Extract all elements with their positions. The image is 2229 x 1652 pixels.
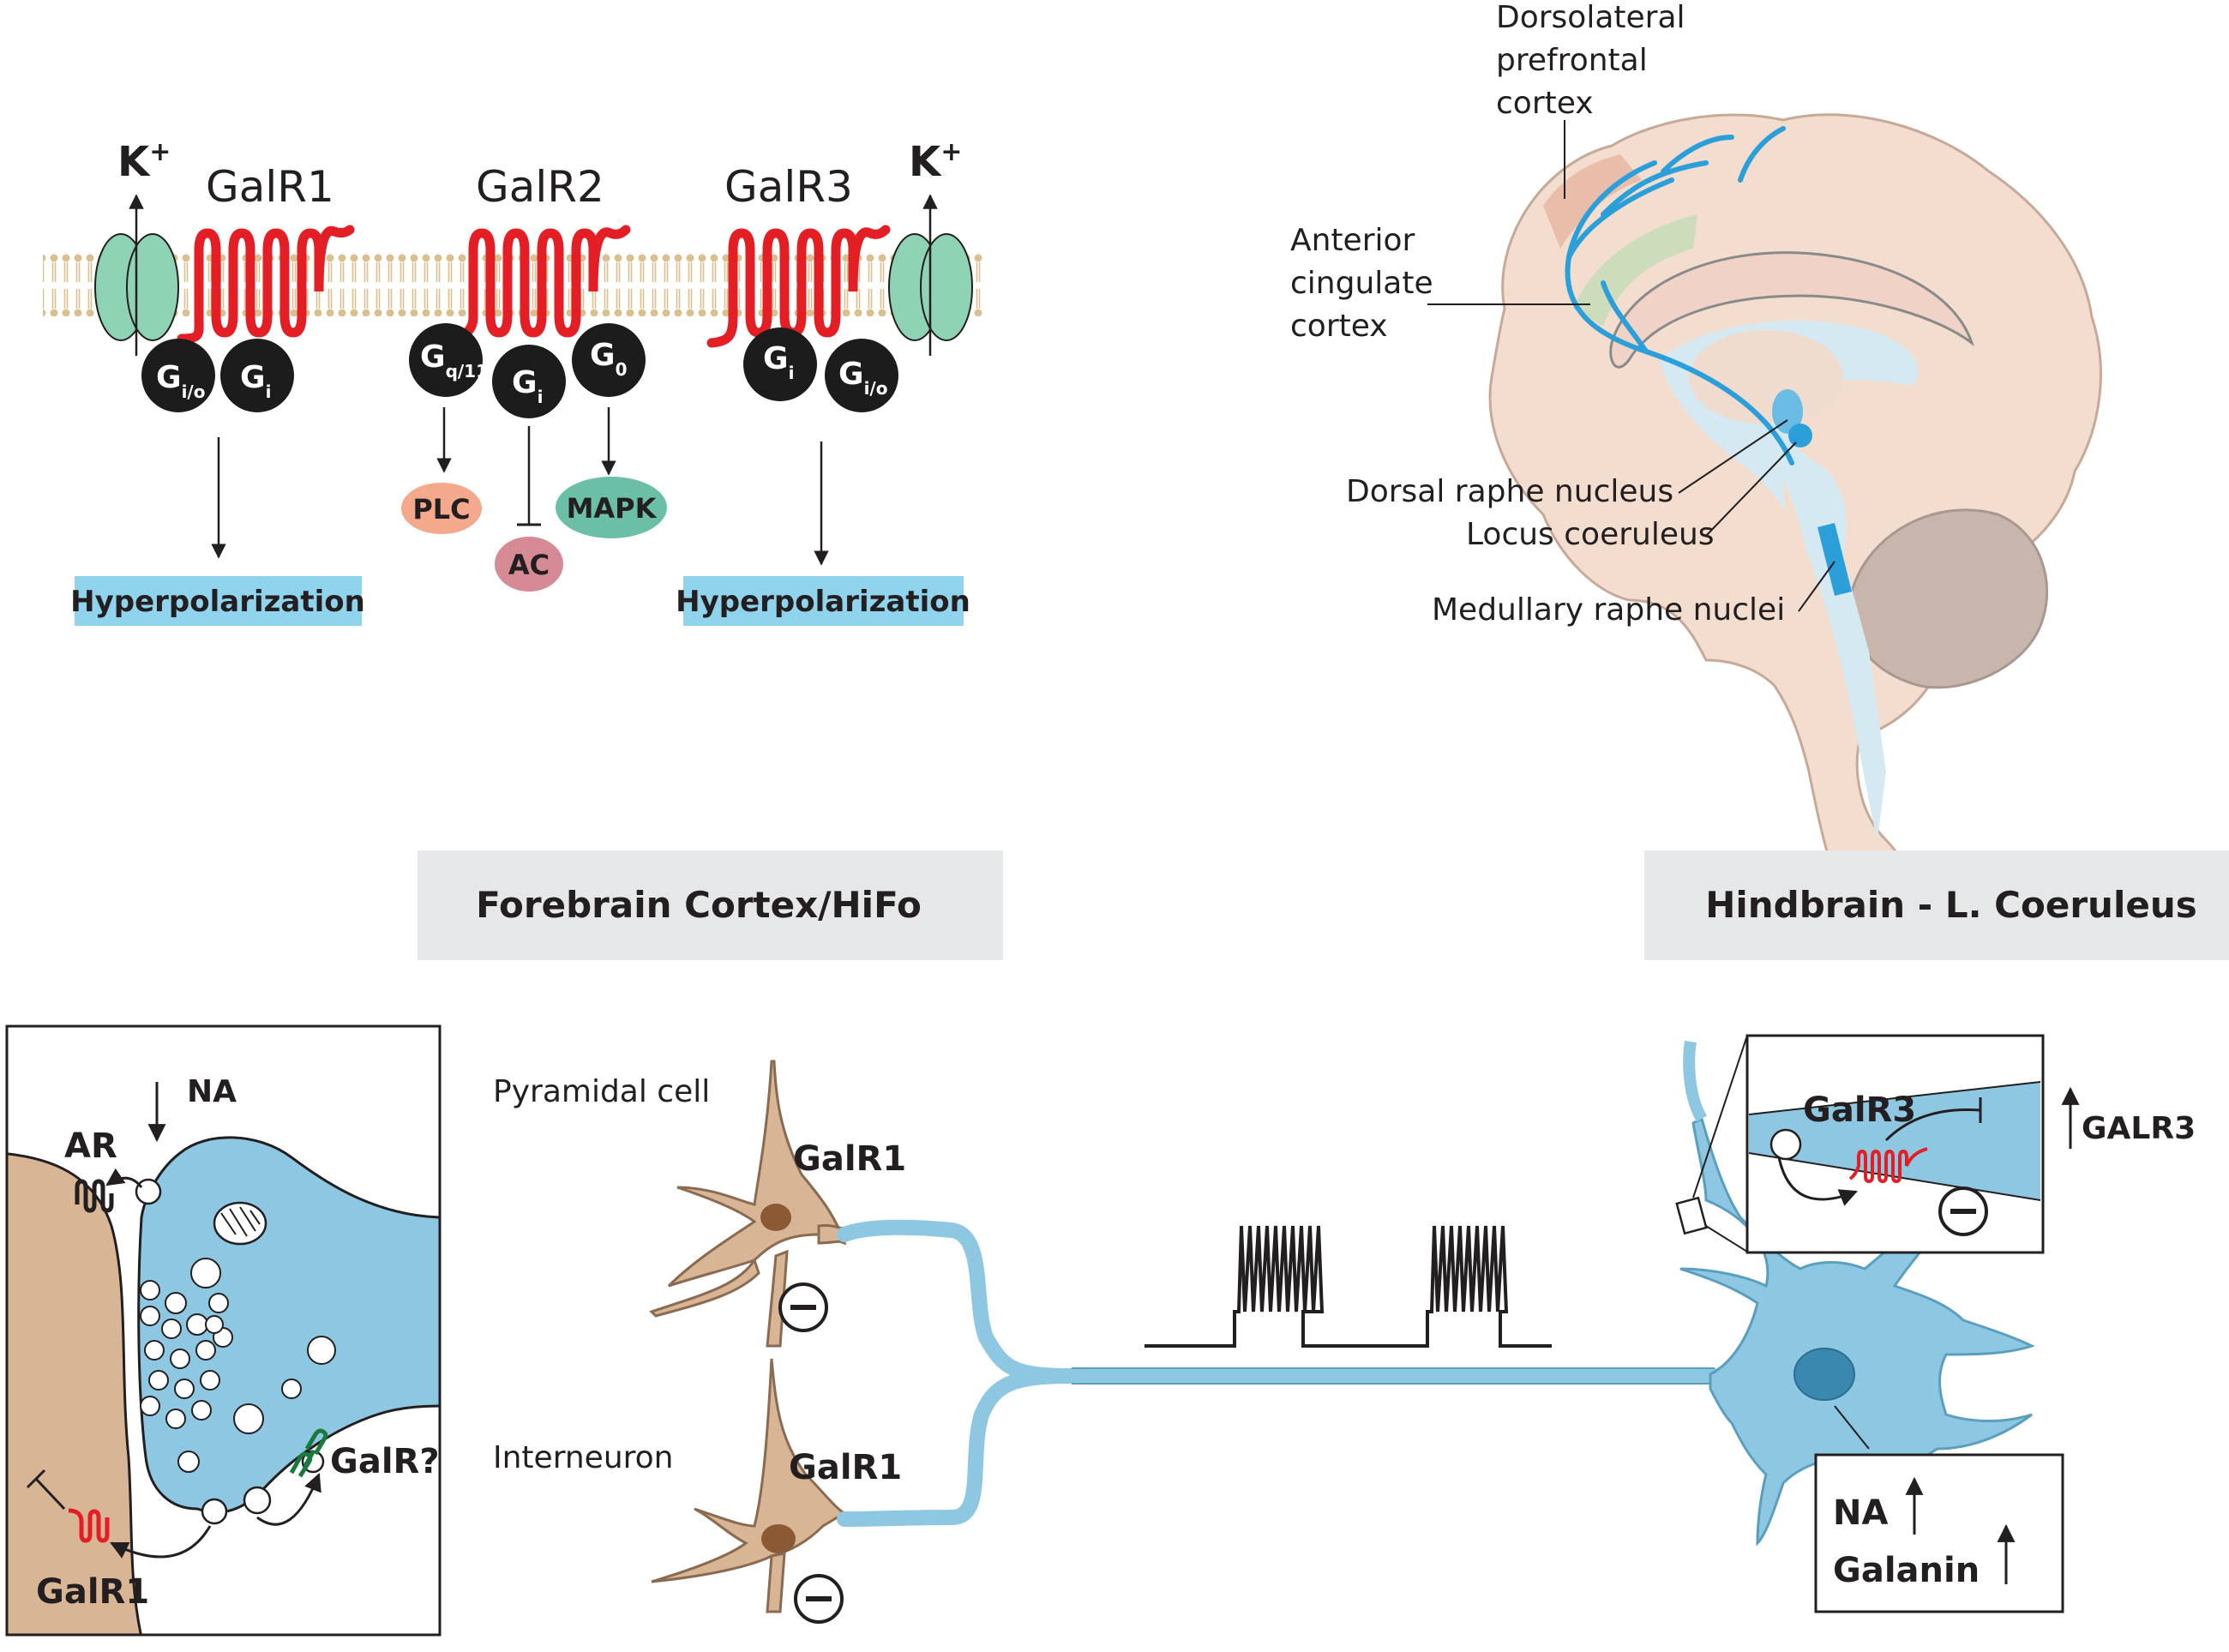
svg-text:PLC: PLC [412, 493, 470, 526]
na-galanin-box: NA Galanin [1814, 1453, 2064, 1613]
acc-label-line3: cortex [1290, 309, 1388, 344]
inhibition-sign-interneuron [794, 1574, 844, 1624]
plc-effector: PLC [401, 483, 482, 534]
inhibition-sign-pyramidal [778, 1283, 828, 1332]
brain-panel: Dorsolateral prefrontal cortex Anterior … [1290, 0, 2102, 908]
galr2-title: GalR2 [476, 162, 604, 212]
g-protein-galr1-i: Gi [220, 339, 294, 412]
svg-text:Gi/o: Gi/o [838, 357, 887, 399]
k-ion-label-right: K+ [909, 137, 962, 186]
svg-text:Hindbrain - L. Coeruleus: Hindbrain - L. Coeruleus [1705, 884, 2197, 926]
acc-label-line2: cingulate [1290, 266, 1433, 301]
g-protein-galr1-io: Gi/o [141, 339, 215, 412]
svg-text:NA: NA [1833, 1493, 1888, 1533]
k-ion-label-left: K+ [117, 137, 171, 186]
thalamus [1689, 330, 1843, 424]
g-protein-galr3-io: Gi/o [825, 339, 898, 412]
hindbrain-header: Hindbrain - L. Coeruleus [1644, 850, 2229, 960]
synapse-ar-label: AR [64, 1126, 117, 1166]
interneuron-nucleus [761, 1524, 796, 1553]
g-protein-galr2-0: G0 [572, 323, 646, 397]
axon [837, 1219, 1722, 1385]
locus-coeruleus-dot [1788, 424, 1812, 448]
hyperpolarization-box-left: Hyperpolarization [70, 576, 365, 626]
acc-label-line1: Anterior [1290, 223, 1415, 258]
g-protein-galr2-i: Gi [492, 345, 566, 418]
lipid-bilayer [43, 253, 986, 316]
potassium-channel-right [888, 194, 973, 356]
drn-label: Dorsal raphe nucleus [1346, 474, 1673, 509]
synapse-panel: NA AR GalR? GalR1 [5, 1024, 442, 1637]
galr3-receptor [706, 225, 891, 348]
synapse-frame [5, 1024, 442, 1637]
adrenergic-receptor [75, 1179, 114, 1213]
cerebellum [1849, 508, 2049, 689]
svg-text:Forebrain Cortex/HiFo: Forebrain Cortex/HiFo [476, 884, 922, 926]
medullary-raphe-nuclei [1817, 523, 1852, 596]
lc-neuron-body [1679, 1116, 2035, 1547]
svg-text:Gi: Gi [763, 341, 794, 383]
galr1-title: GalR1 [206, 162, 334, 212]
anterior-cingulate-region [1573, 214, 1697, 326]
galr1-postsynaptic-receptor [68, 1508, 110, 1543]
dlpfc-region [1543, 154, 1642, 249]
g-protein-galr2-q11: Gq/11 [409, 323, 488, 397]
interneuron-label: Interneuron [493, 1440, 674, 1475]
inset-galr3-label: GalR3 [1803, 1090, 1916, 1130]
potassium-channel-left [94, 194, 179, 356]
synapse-galr-unknown-label: GalR? [330, 1442, 440, 1481]
pyramidal-cell-label: Pyramidal cell [493, 1074, 710, 1109]
lc-neuron: GalR3 GALR3 NA Galanin [1675, 1034, 2196, 1613]
pyramidal-nucleus [760, 1204, 791, 1231]
svg-text:Gi: Gi [240, 360, 271, 402]
noradrenergic-projections [1565, 126, 1794, 466]
forebrain-header: Forebrain Cortex/HiFo [418, 850, 1003, 960]
svg-text:Galanin: Galanin [1833, 1551, 1980, 1590]
galr3-inset-receptor [1848, 1147, 1928, 1184]
synapse-galr1-label: GalR1 [36, 1572, 149, 1612]
mitochondrion [213, 1201, 267, 1246]
synaptic-vesicles [140, 1258, 336, 1473]
spike-train [1145, 1225, 1552, 1348]
galr1-receptor [177, 225, 355, 344]
lc-nucleus [1793, 1348, 1855, 1401]
interneuron-galr1-label: GalR1 [789, 1448, 902, 1487]
svg-text:MAPK: MAPK [567, 492, 658, 525]
lc-inset: GalR3 [1745, 1034, 2045, 1254]
interneuron-cell-body [651, 1358, 848, 1583]
dlpfc-label-line3: cortex [1496, 86, 1594, 121]
svg-text:AC: AC [508, 549, 550, 581]
galr2-receptor [428, 225, 631, 348]
dlpfc-label-line1: Dorsolateral [1496, 0, 1685, 35]
svg-text:G0: G0 [590, 338, 627, 380]
g-protein-galr3-i: Gi [743, 327, 817, 401]
lc-label: Locus coeruleus [1466, 517, 1715, 552]
galr3-title: GalR3 [724, 162, 853, 212]
ventricle [1659, 320, 1919, 840]
svg-text:Hyperpolarization: Hyperpolarization [676, 585, 970, 619]
dlpfc-label-line2: prefrontal [1496, 43, 1648, 78]
ac-effector: AC [495, 537, 563, 592]
galr-unknown-receptor [289, 1428, 328, 1478]
forebrain-neurons: Pyramidal cell Interneuron GalR1 GalR1 [493, 1060, 1722, 1624]
receptor-panel: K+ K+ GalR1 GalR2 GalR3 Gi/o Gi Gq/11 Gi… [43, 137, 986, 626]
mapk-effector: MAPK [556, 477, 667, 538]
dorsal-raphe-nucleus [1772, 389, 1803, 434]
pyramidal-cell-body [667, 1060, 847, 1288]
svg-text:Gq/11: Gq/11 [420, 339, 488, 381]
svg-text:Hyperpolarization: Hyperpolarization [70, 585, 365, 619]
hyperpolarization-box-right: Hyperpolarization [676, 576, 970, 626]
synapse-na-label: NA [187, 1074, 237, 1109]
svg-text:Gi: Gi [512, 365, 543, 407]
postsynaptic-cell [7, 1152, 142, 1635]
mrn-label: Medullary raphe nuclei [1432, 592, 1785, 628]
galr3-gene-label: GALR3 [2082, 1111, 2196, 1146]
pyramidal-galr1-label: GalR1 [793, 1139, 906, 1179]
brainstem [1783, 480, 1835, 652]
svg-text:Gi/o: Gi/o [156, 360, 205, 402]
